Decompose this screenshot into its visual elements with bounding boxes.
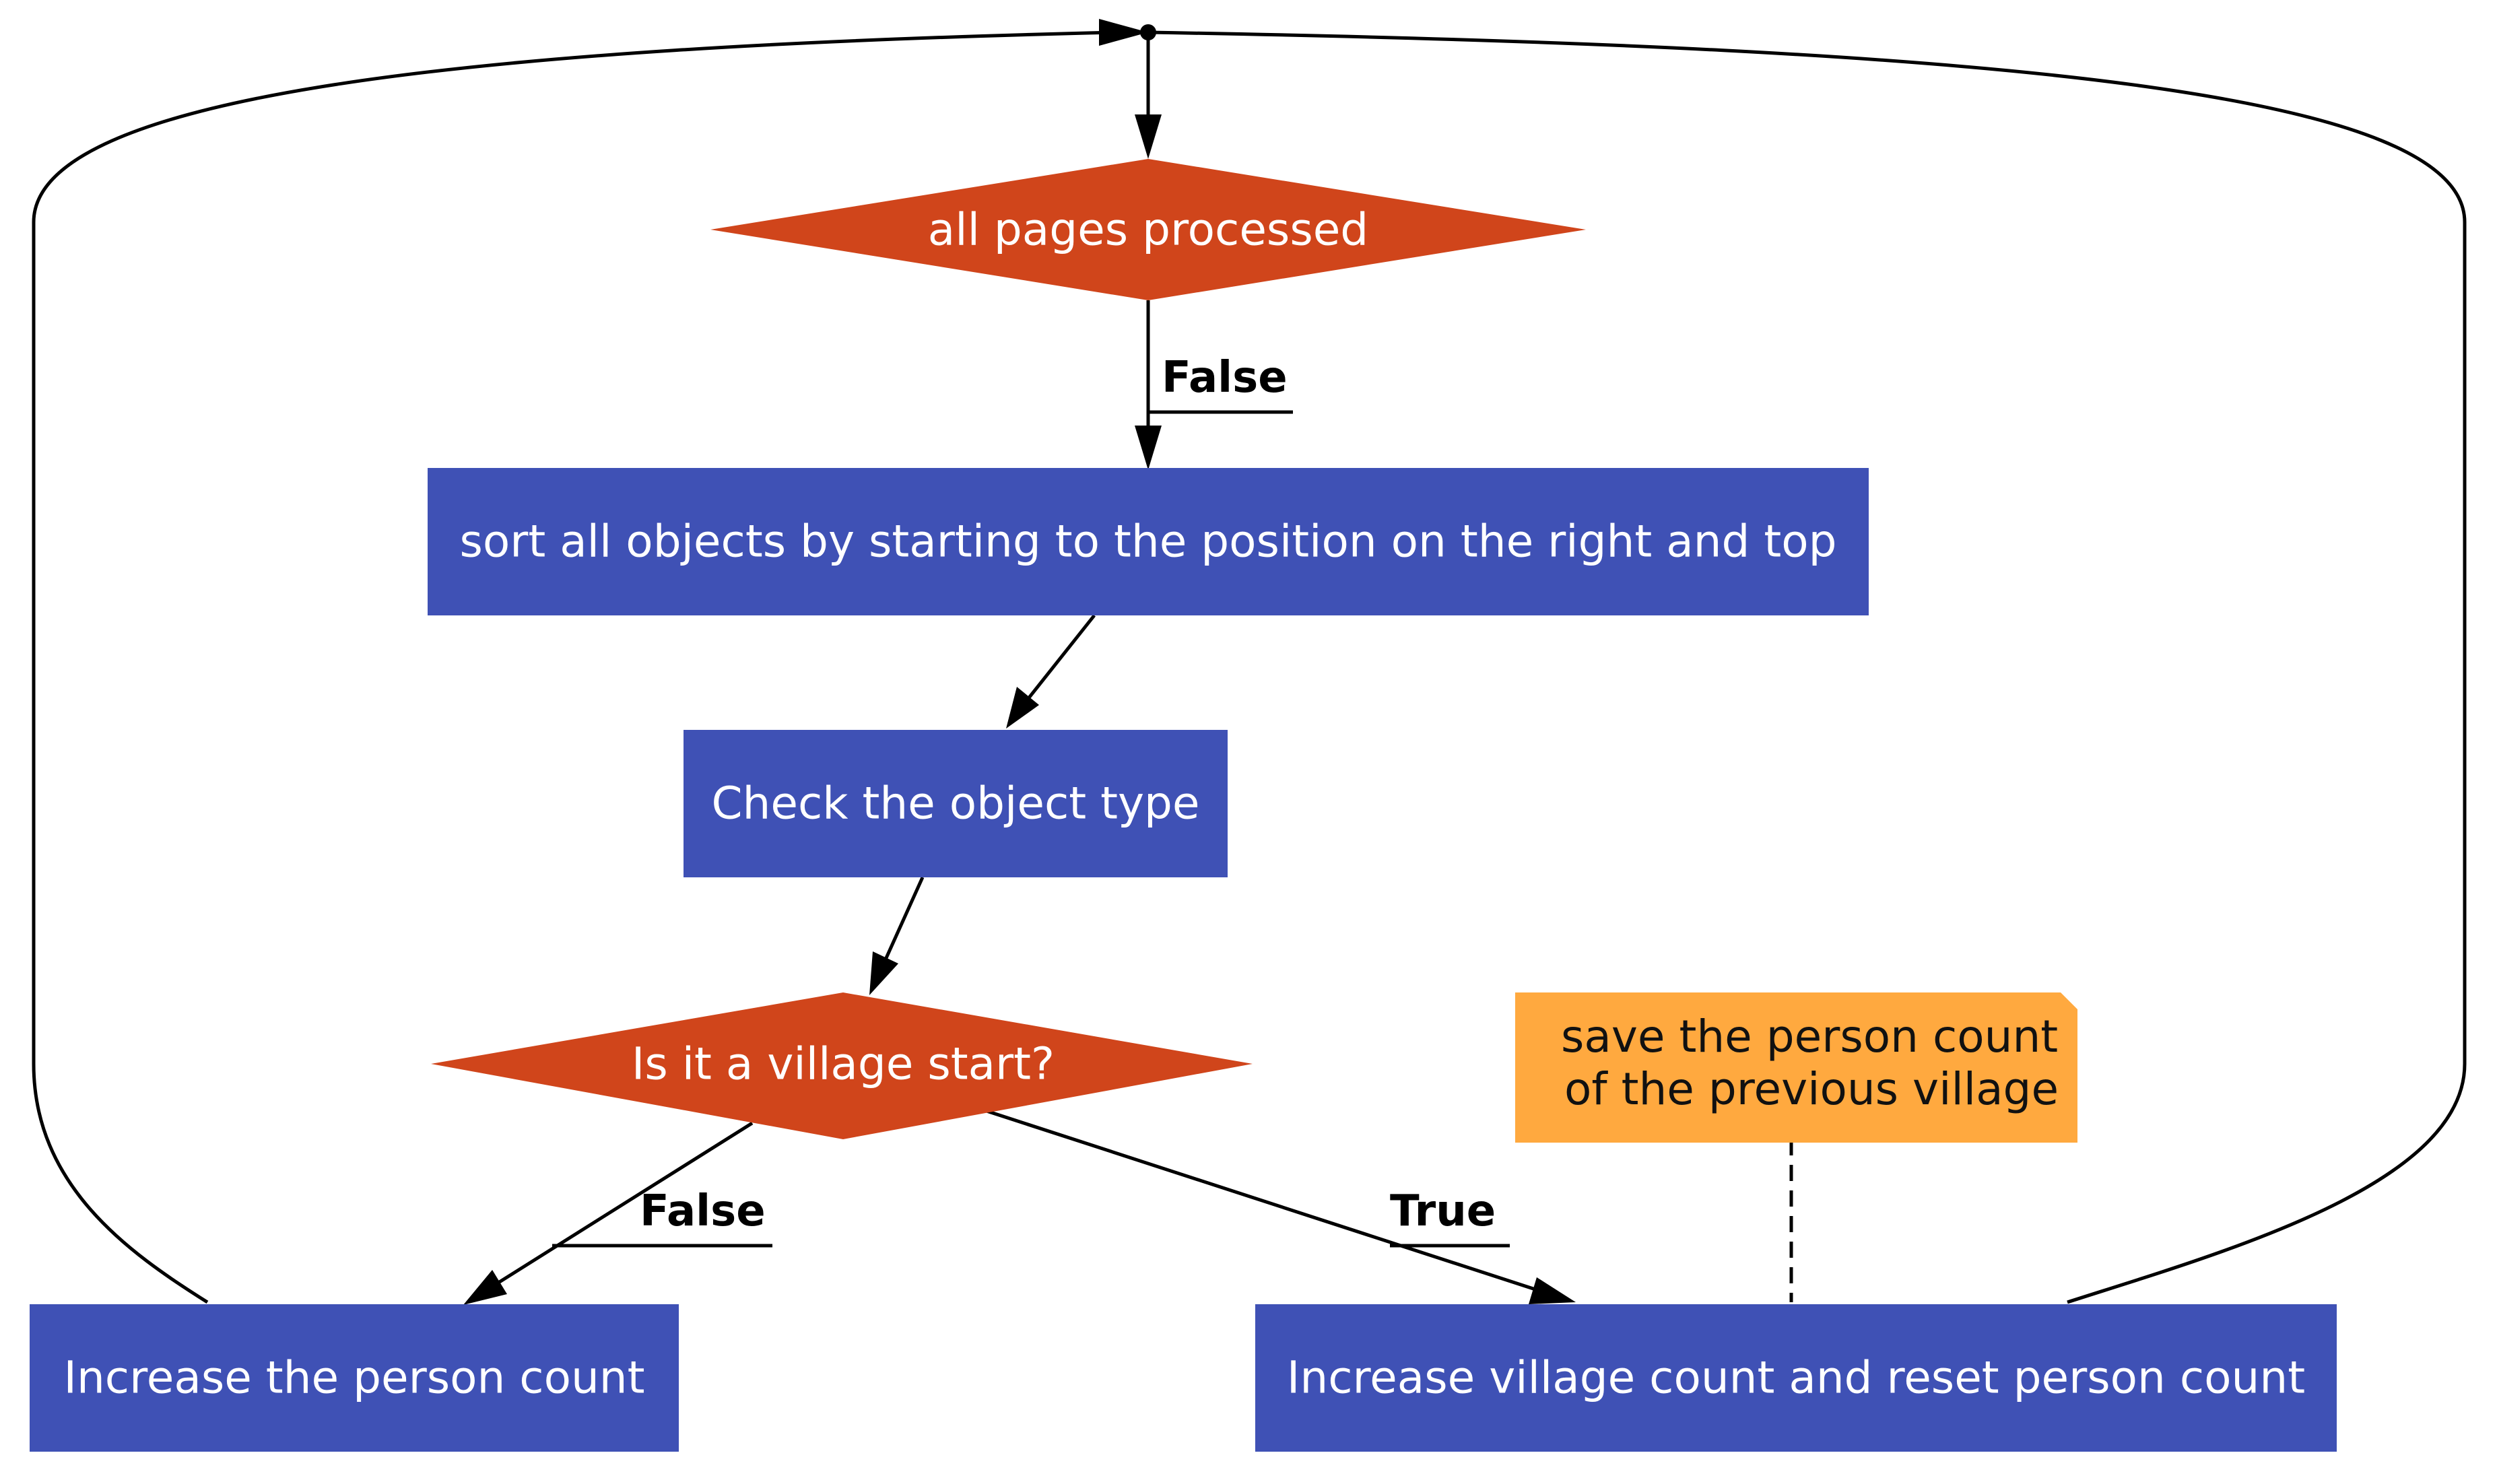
check-to-village-edge bbox=[884, 876, 925, 961]
decision-shape bbox=[431, 992, 1253, 1139]
village-to-increase-village-arrowhead bbox=[1529, 1277, 1576, 1304]
decision-shape bbox=[710, 159, 1586, 300]
note-shape bbox=[1515, 992, 2077, 1143]
process-label: sort all objects by starting to the posi… bbox=[459, 516, 1836, 568]
note-save-person-count: save the person count of the previous vi… bbox=[1515, 992, 2077, 1143]
village-to-person-edge bbox=[497, 1121, 754, 1285]
process-increase-village-count: Increase village count and reset person … bbox=[1255, 1304, 2337, 1452]
loop-back-left-edge bbox=[32, 30, 1119, 1304]
decision-village-start: Is it a village start? bbox=[431, 992, 1253, 1139]
note-line-2: of the previous village bbox=[1564, 1063, 2059, 1115]
pages-false-label: False bbox=[1162, 353, 1288, 403]
process-box bbox=[30, 1304, 679, 1452]
decision-label: Is it a village start? bbox=[632, 1038, 1055, 1090]
loop-back-right-edge bbox=[1147, 30, 2467, 1304]
process-box bbox=[684, 730, 1228, 877]
process-box bbox=[1255, 1304, 2337, 1452]
loop-arrowhead bbox=[1099, 19, 1148, 46]
process-sort-objects: sort all objects by starting to the posi… bbox=[428, 468, 1869, 615]
check-to-village-arrowhead bbox=[869, 951, 898, 995]
process-increase-person-count: Increase the person count bbox=[30, 1304, 679, 1452]
village-to-increase-village-edge bbox=[986, 1109, 1536, 1291]
process-check-object-type: Check the object type bbox=[684, 730, 1228, 877]
merge-to-pages-arrowhead bbox=[1135, 114, 1162, 159]
decision-all-pages-processed: all pages processed bbox=[710, 159, 1586, 300]
village-true-label: True bbox=[1390, 1186, 1496, 1236]
sort-to-check-arrowhead bbox=[1006, 687, 1039, 729]
village-false-label: False bbox=[640, 1186, 766, 1236]
note-line-1: save the person count bbox=[1561, 1011, 2058, 1063]
village-to-person-arrowhead bbox=[463, 1270, 507, 1305]
decision-label: all pages processed bbox=[928, 204, 1368, 256]
pages-to-sort-arrowhead bbox=[1135, 426, 1162, 470]
process-label: Increase the person count bbox=[64, 1352, 645, 1404]
process-label: Increase village count and reset person … bbox=[1287, 1352, 2305, 1404]
process-label: Check the object type bbox=[711, 778, 1199, 830]
sort-to-check-edge bbox=[1026, 614, 1096, 702]
process-box bbox=[428, 468, 1869, 615]
